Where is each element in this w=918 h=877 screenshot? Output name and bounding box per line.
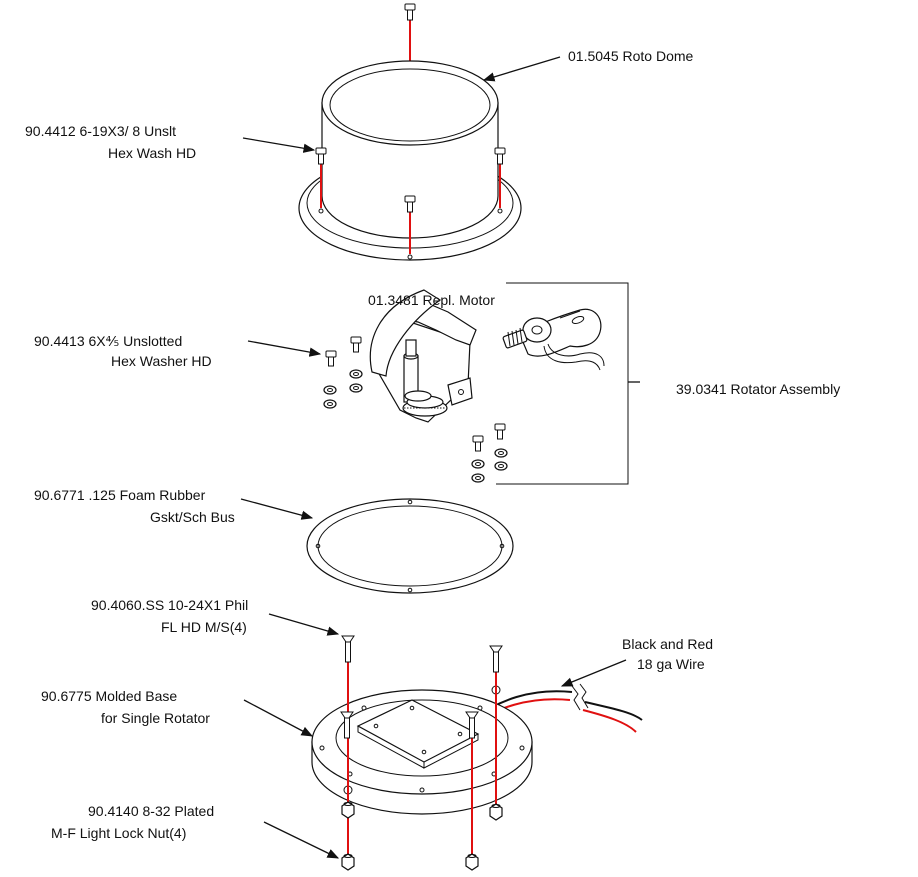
motor-label: 01.3481 Repl. Motor [368, 292, 495, 308]
rotator-screw-right-1-icon [472, 435, 484, 452]
gasket-label-line2: Gskt/Sch Bus [150, 509, 235, 525]
dome-screw-label-line1: 90.4412 6-19X3/ 8 Unslt [25, 123, 176, 139]
base-screw-mid-left-icon [340, 711, 354, 739]
base-screw-label-line2: FL HD M/S(4) [161, 619, 247, 635]
rotator-screw-left-1-icon [325, 350, 337, 367]
roto-dome-group [298, 3, 522, 261]
dome-screw-label-line2: Hex Wash HD [108, 145, 196, 161]
dome-screw-leader [242, 137, 316, 153]
base-screw-leader [268, 613, 340, 636]
nut-label-line2: M-F Light Lock Nut(4) [51, 825, 186, 841]
rotator-screw-right-2-icon [494, 423, 506, 440]
motor-face [522, 317, 552, 343]
rotator-screw-label-line2: Hex Washer HD [111, 353, 212, 369]
rotator-side-bracket [447, 377, 473, 406]
foam-rubber-gasket [306, 498, 514, 594]
replacement-motor [502, 308, 605, 371]
gasket-leader [240, 498, 314, 520]
gasket-label-line1: 90.6771 .125 Foam Rubber [34, 487, 206, 503]
base-leader [243, 699, 314, 737]
dome-left-screw-icon [315, 147, 327, 165]
lock-nut-upper-left-icon [341, 801, 355, 819]
rotator-screw-left-2-icon [350, 336, 362, 353]
motor-worm-gear-icon [502, 327, 528, 349]
wire-label-line2: 18 ga Wire [637, 656, 705, 672]
rotator-curved-shield [369, 289, 442, 377]
rotator-screw-label-line1: 90.4413 6X⅘ Unslotted [34, 333, 182, 349]
base-label-line2: for Single Rotator [101, 710, 210, 726]
rotator-assembly-bracket [496, 282, 629, 485]
dome-top-screw-icon [404, 3, 416, 21]
dome-front-screw-icon [404, 195, 416, 213]
wire-leader [560, 659, 627, 687]
base-screw-label-line1: 90.4060.SS 10-24X1 Phil [91, 597, 248, 613]
roto-dome-leader [482, 56, 561, 82]
rotator-washers-left [323, 369, 363, 409]
roto-dome-label: 01.5045 Roto Dome [568, 48, 694, 64]
nut-label-line1: 90.4140 8-32 Plated [88, 803, 214, 819]
dome-top [321, 60, 499, 146]
rotator-assembly-label: 39.0341 Rotator Assembly [676, 381, 840, 397]
base-label-line1: 90.6775 Molded Base [41, 688, 177, 704]
lock-nut-upper-right-icon [489, 803, 503, 821]
base-screw-right-icon [489, 645, 503, 673]
rotator-washers-right [471, 448, 508, 483]
rotator-assembly-group [323, 282, 640, 485]
molded-base-group [311, 635, 643, 871]
lock-nut-lower-right-icon [465, 853, 479, 871]
base-screw-left-icon [341, 635, 355, 663]
rotator-screw-leader [247, 340, 322, 357]
rotator-gear-small [404, 390, 432, 402]
dome-right-screw-icon [494, 147, 506, 165]
lock-nut-lower-left-icon [341, 853, 355, 871]
base-screw-mid-right-icon [465, 711, 479, 739]
wire-label-line1: Black and Red [622, 636, 713, 652]
nut-leader [263, 821, 340, 859]
